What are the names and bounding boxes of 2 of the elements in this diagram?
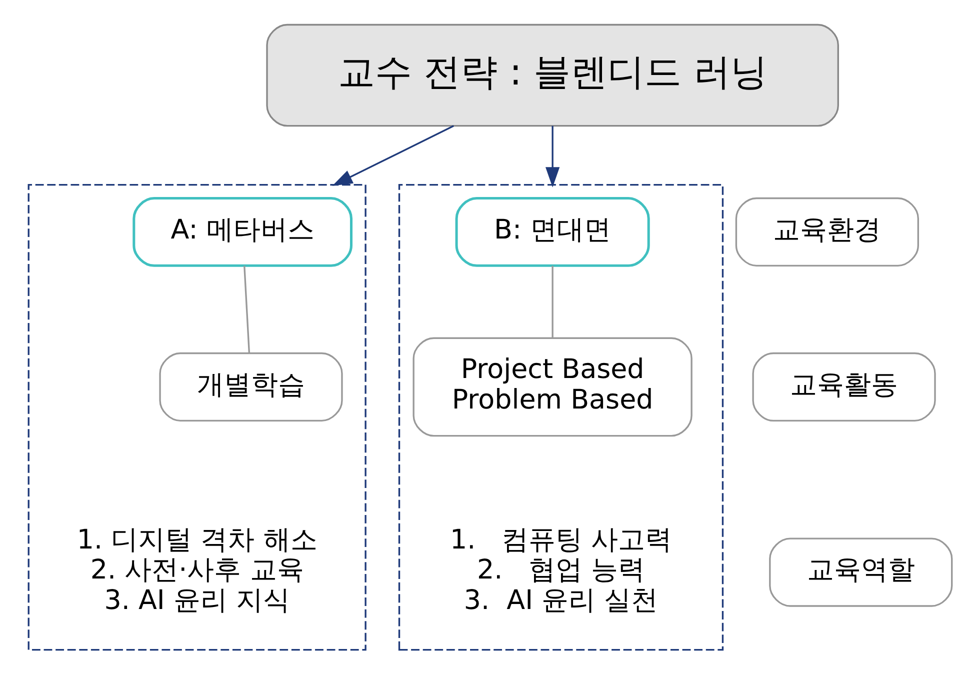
node-text: 1. 디지털 격차 해소 2. 사전·사후 교육 3. AI 윤리 지식: [76, 524, 318, 616]
node-text: 1. 컴퓨팅 사고력 2. 협업 능력 3. AI 윤리 실천: [450, 524, 672, 616]
